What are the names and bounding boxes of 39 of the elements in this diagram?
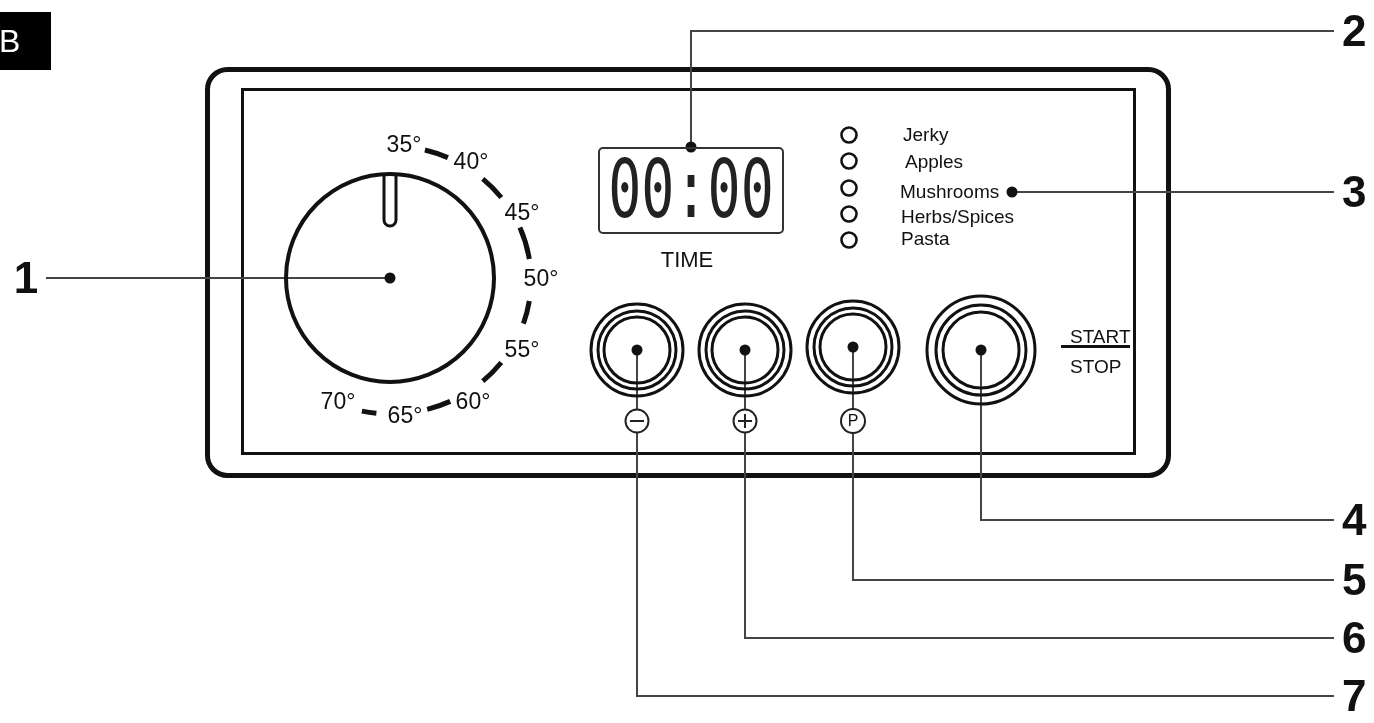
leader-line bbox=[847, 341, 1335, 581]
program-name: Pasta bbox=[901, 228, 950, 250]
leader-line bbox=[1006, 186, 1335, 198]
callout-number: 7 bbox=[1334, 674, 1374, 718]
temperature-label: 55° bbox=[504, 337, 540, 361]
program-name: Herbs/Spices bbox=[901, 206, 1014, 228]
leader-line bbox=[685, 30, 1335, 153]
program-name: Apples bbox=[905, 151, 964, 173]
temperature-label: 40° bbox=[453, 149, 489, 173]
plus-button bbox=[697, 302, 793, 398]
temperature-label: 60° bbox=[455, 389, 491, 413]
button-caption: STOP bbox=[1070, 356, 1122, 376]
leader-line bbox=[631, 344, 1335, 697]
callout-number: 3 bbox=[1334, 170, 1374, 214]
callout-number: 5 bbox=[1334, 558, 1374, 602]
time-display bbox=[598, 147, 784, 234]
callout-number: 6 bbox=[1334, 616, 1374, 660]
callout-number: 4 bbox=[1334, 498, 1374, 542]
time-readout: 00:00 bbox=[608, 150, 774, 231]
temperature-label: 65° bbox=[387, 403, 423, 427]
program-name: Mushrooms bbox=[900, 179, 1012, 205]
temperature-label: 45° bbox=[504, 200, 540, 224]
button-caption: START bbox=[1070, 326, 1131, 346]
callout-number: 1 bbox=[6, 256, 46, 300]
display-caption: TIME bbox=[660, 249, 714, 271]
temperature-label: 70° bbox=[320, 389, 356, 413]
temperature-label: 35° bbox=[386, 132, 422, 156]
temperature-dial bbox=[284, 172, 496, 384]
section-badge: B bbox=[0, 12, 51, 70]
leader-line bbox=[975, 344, 1335, 521]
button-symbol: P bbox=[840, 408, 866, 434]
callout-number: 2 bbox=[1334, 9, 1374, 53]
minus-button bbox=[589, 302, 685, 398]
start-stop-button bbox=[925, 294, 1037, 406]
leader-line bbox=[45, 272, 396, 284]
program-name: Jerky bbox=[903, 124, 949, 146]
temperature-label: 50° bbox=[523, 266, 559, 290]
leader-line bbox=[739, 344, 1335, 639]
program-button bbox=[805, 299, 901, 395]
